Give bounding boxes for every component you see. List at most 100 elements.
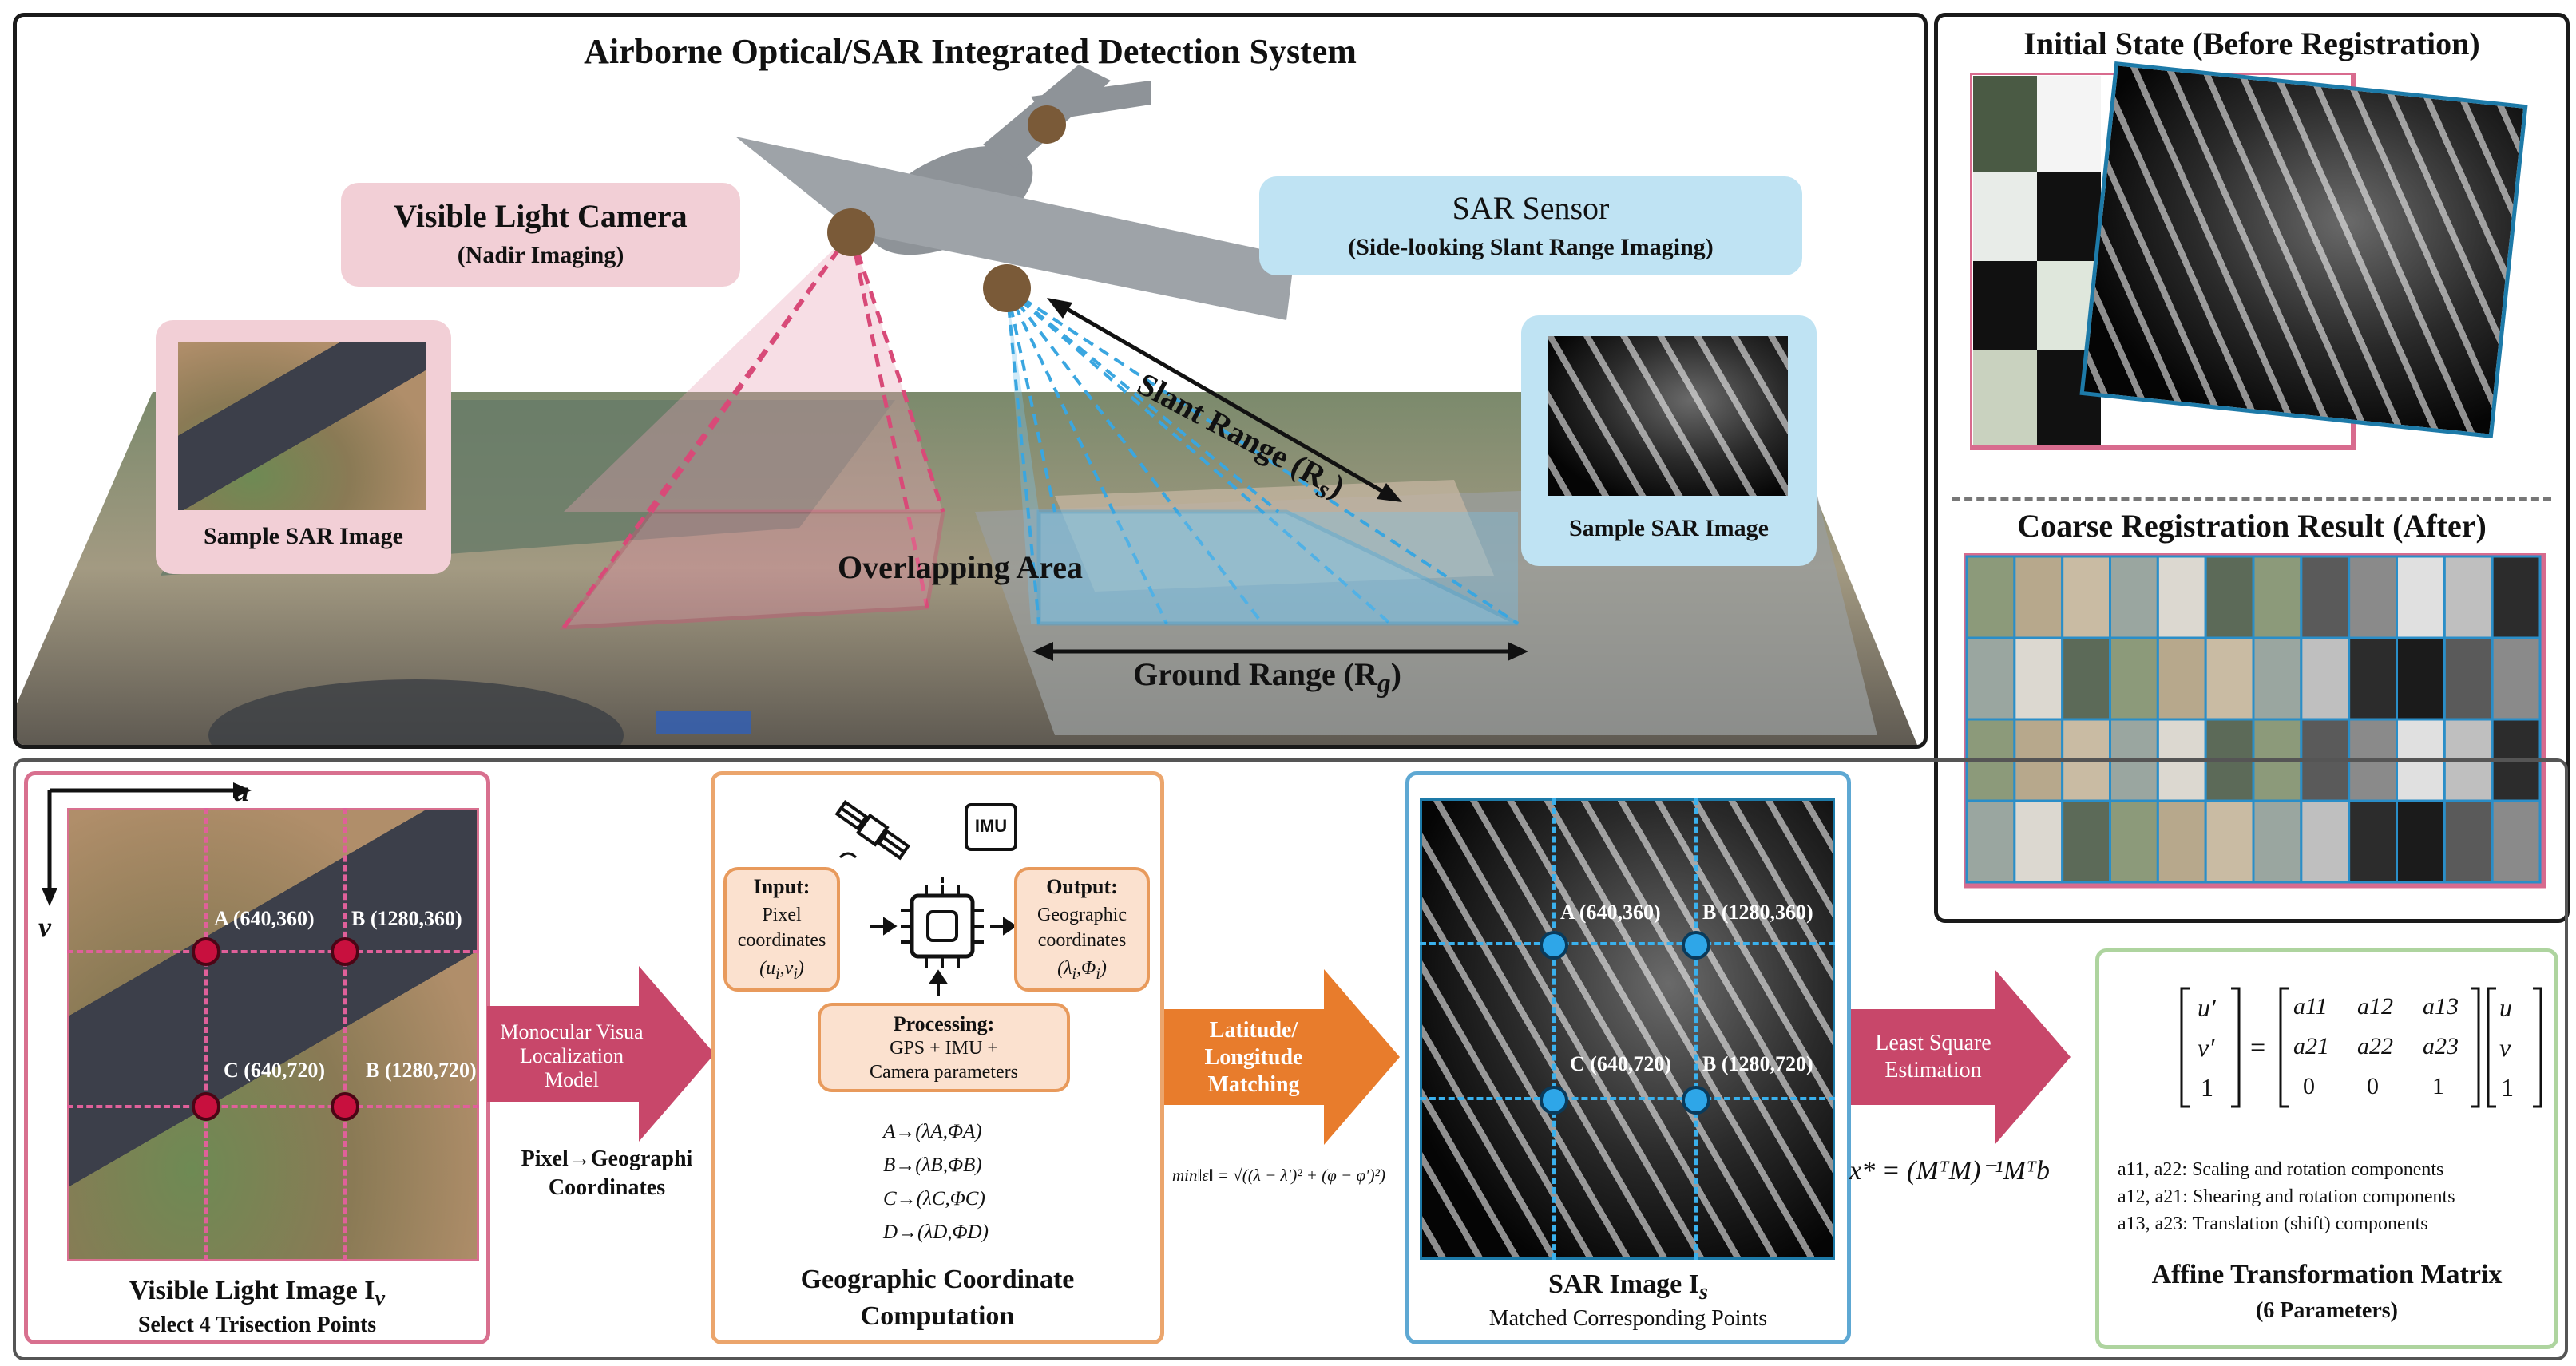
checker-tile: [2491, 799, 2542, 884]
visible-image-subtitle: Select 4 Trisection Points: [137, 1313, 377, 1337]
sar-grid-h1: [1420, 942, 1835, 945]
initial-state-title: Initial State (Before Registration): [2023, 26, 2480, 61]
axis-u-label: u: [233, 775, 250, 807]
input-symbol: (ui,vi): [759, 958, 804, 983]
checker-tile: [2156, 636, 2207, 721]
registration-panel: Initial State (Before Registration) Coar…: [1934, 13, 2570, 923]
affine-card: [2095, 948, 2558, 1349]
sar-grid-v2: [1694, 798, 1698, 1260]
checker-tile: [2348, 636, 2398, 721]
checker-tile: [2061, 555, 2111, 639]
checker-tile: [2443, 555, 2494, 639]
output-box: Output: Geographic coordinates (λi,Φi): [1014, 867, 1150, 992]
checker-tile: [1965, 799, 2016, 884]
right-sample-caption: Sample SAR Image: [1568, 515, 1769, 541]
checker-tile: [2443, 636, 2494, 721]
lhs-2: 1: [2201, 1073, 2213, 1102]
vis-label-b: B (1280,360): [351, 907, 462, 930]
output-symbol: (λi,Φi): [1057, 958, 1107, 983]
affine-subtitle: (6 Parameters): [2255, 1298, 2398, 1323]
a-2-0: 0: [2303, 1073, 2315, 1099]
arrow1-label: Monocular Visua Localization Model: [500, 1020, 644, 1091]
initial-sar-overlay: [2079, 61, 2528, 439]
sar-image-title-sub: s: [1698, 1279, 1708, 1305]
arrow2-label: Latitude/ Longitude Matching: [1204, 1018, 1303, 1097]
checker-tile: [2204, 636, 2255, 721]
uv-axes: [42, 782, 252, 906]
visible-image-title-sub: v: [375, 1285, 386, 1311]
checker-tile: [2061, 636, 2111, 721]
arrow3-label: Least Square Estimation: [1875, 1031, 1991, 1083]
sar-grid-h2: [1420, 1097, 1835, 1100]
a-0-1: a12: [2357, 993, 2393, 1020]
ground-range-label: Ground Range (Rg): [1133, 656, 1401, 699]
a-0-0: a11: [2293, 993, 2328, 1020]
coarse-result-title: Coarse Registration Result (After): [2017, 508, 2487, 544]
sar-point-d: [1682, 1086, 1710, 1115]
affine-note-0: a11, a22: Scaling and rotation component…: [2118, 1159, 2444, 1180]
checker-tile: [1965, 555, 2016, 639]
sar-label-d: B (1280,720): [1702, 1052, 1813, 1075]
pipeline-panel: [13, 758, 2568, 1360]
slant-range-arrow: [1057, 302, 1392, 498]
ground-range-sub: g: [1377, 669, 1391, 699]
checker-tile: [2013, 636, 2064, 721]
right-sample-image: [1548, 336, 1788, 496]
checker-tile: [2156, 555, 2207, 639]
arrow-latlon-matching: [1164, 969, 1400, 1145]
sar-point-a: [1540, 931, 1568, 960]
left-sample-card: Sample SAR Image: [156, 320, 451, 574]
sar-point-b: [1682, 931, 1710, 960]
arrow3-formula: x* = (MᵀM)⁻¹Mᵀb: [1849, 1156, 2051, 1186]
a-1-2: a23: [2423, 1033, 2459, 1059]
checker-tile: [2300, 799, 2351, 884]
rhs-0: u: [2499, 993, 2512, 1022]
input-symbol-text: (u: [759, 958, 776, 979]
sar-label-c: C (640,720): [1570, 1052, 1672, 1075]
right-sample-card: Sample SAR Image: [1521, 315, 1817, 566]
a-2-1: 0: [2367, 1073, 2379, 1099]
mapping-c: C→(λC,ΦC): [883, 1188, 985, 1210]
checker-tile: [2348, 799, 2398, 884]
checker-tile: [1965, 636, 2016, 721]
vis-point-b: [331, 937, 359, 966]
sar-label-b: B (1280,360): [1702, 901, 1813, 924]
sar-point-c: [1540, 1086, 1568, 1115]
aircraft: [735, 65, 1294, 320]
vis-point-c: [192, 1092, 220, 1121]
sar-image: [1420, 798, 1835, 1260]
vis-point-d: [331, 1092, 359, 1121]
sar-grid-v1: [1552, 798, 1556, 1260]
processing-box: Processing: GPS + IMU + Camera parameter…: [818, 1003, 1070, 1092]
visible-camera-label: Visible Light Camera (Nadir Imaging): [341, 183, 740, 287]
imu-icon-text: IMU: [974, 816, 1008, 836]
vis-label-a: A (640,360): [214, 907, 315, 930]
processing-title: Processing:: [893, 1012, 995, 1035]
rhs-2: 1: [2501, 1073, 2514, 1102]
input-title: Input:: [753, 875, 810, 898]
sar-image-title: SAR Image Is: [1405, 1269, 1851, 1305]
mapping-b: B→(λB,ΦB): [883, 1154, 982, 1176]
top-panel: Airborne Optical/SAR Integrated Detectio…: [13, 13, 1928, 749]
left-sample-image: [178, 342, 426, 510]
processor-icon: [901, 885, 984, 968]
input-box: Input: Pixel coordinates (ui,vi): [723, 867, 840, 992]
a-1-0: a21: [2293, 1033, 2329, 1059]
visible-image: [67, 808, 479, 1261]
arrow-localization: [487, 966, 715, 1142]
checker-tile: [2156, 799, 2207, 884]
affine-note-1: a12, a21: Shearing and rotation componen…: [2118, 1186, 2455, 1207]
checker-tile: [2109, 555, 2159, 639]
checker-tile: [2396, 799, 2446, 884]
checker-tile: [2300, 636, 2351, 721]
sar-sensor-title: SAR Sensor: [1452, 190, 1610, 226]
input-body: Pixel coordinates: [737, 905, 826, 951]
lhs-0: u′: [2198, 993, 2216, 1022]
arrow-least-square: [1851, 969, 2071, 1145]
geo-card: [711, 771, 1164, 1344]
checker-tile: [2252, 636, 2303, 721]
mapping-d: D→(λD,ΦD): [883, 1221, 989, 1243]
arrow1-caption: Pixel→Geographi Coordinates: [521, 1146, 693, 1200]
sar-image-card: [1405, 771, 1851, 1344]
sar-sensor-subtitle: (Side-looking Slant Range Imaging): [1348, 234, 1714, 260]
